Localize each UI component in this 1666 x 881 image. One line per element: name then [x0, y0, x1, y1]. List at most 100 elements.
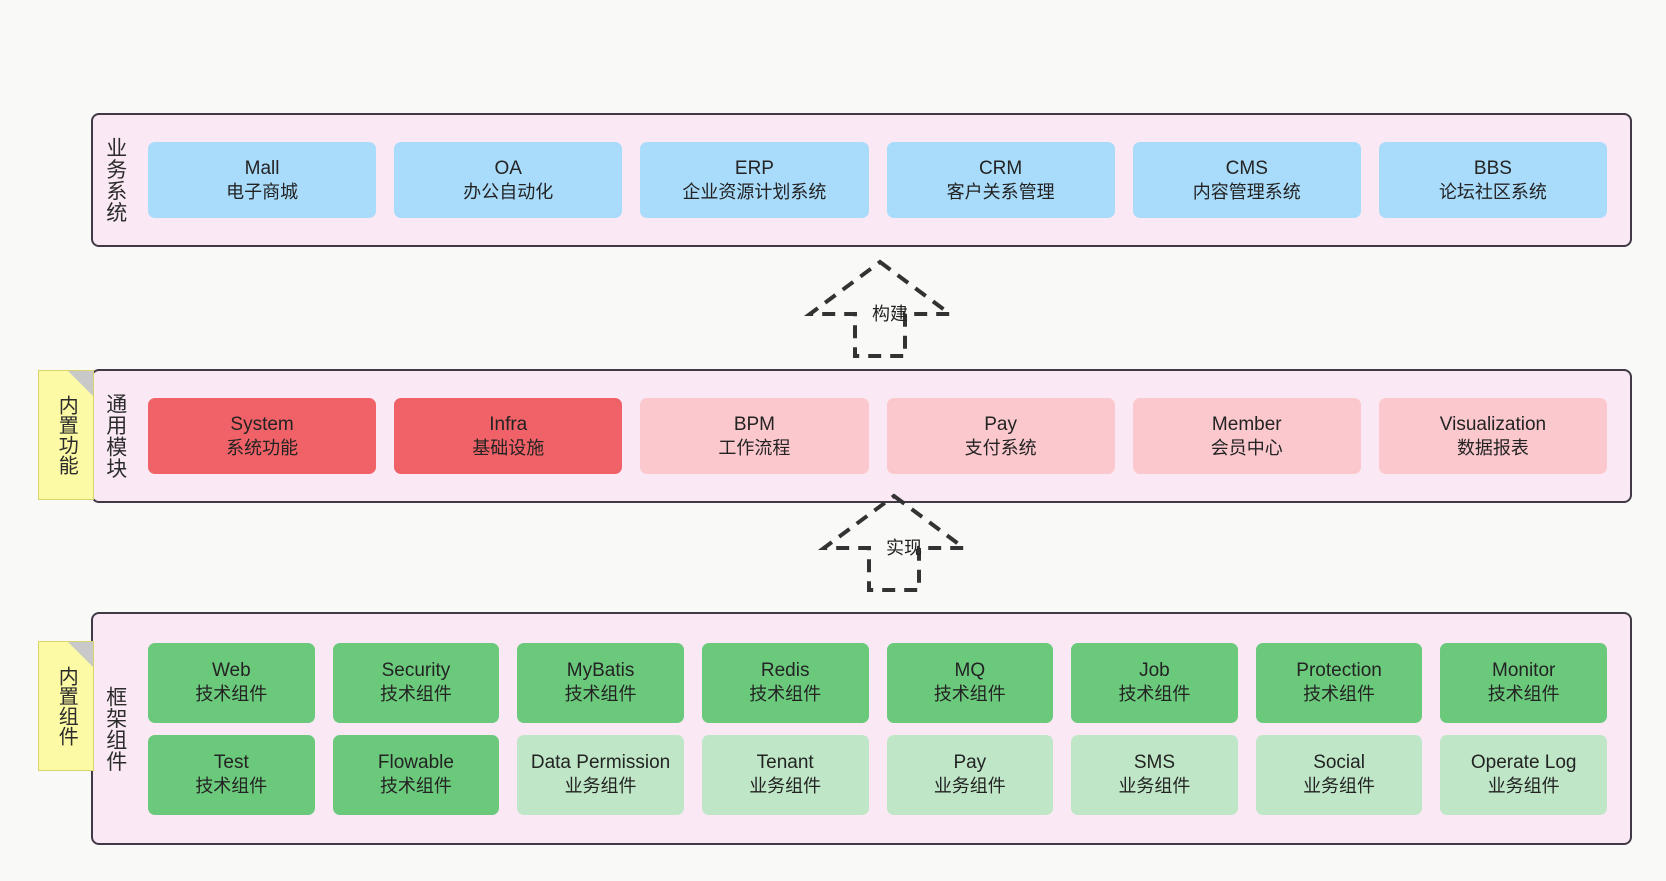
layer-common-nodes: System 系统功能 Infra 基础设施 BPM 工作流程 Pay 支付系统…	[137, 371, 1630, 501]
node-mybatis-desc: 技术组件	[564, 684, 637, 705]
node-erp[interactable]: ERP 企业资源计划系统	[640, 142, 869, 218]
node-infra-desc: 基础设施	[472, 437, 545, 458]
node-web-desc: 技术组件	[195, 684, 268, 705]
node-operate-log-desc: 业务组件	[1487, 776, 1560, 797]
node-job-name: Job	[1139, 660, 1170, 682]
node-social-name: Social	[1313, 752, 1365, 774]
node-pay-module[interactable]: Pay 支付系统	[886, 398, 1115, 474]
node-member[interactable]: Member 会员中心	[1132, 398, 1361, 474]
node-job-desc: 技术组件	[1118, 684, 1191, 705]
implement-arrow-icon	[817, 493, 971, 592]
node-operate-log-name: Operate Log	[1470, 752, 1577, 774]
node-social[interactable]: Social 业务组件	[1255, 734, 1423, 815]
node-job[interactable]: Job 技术组件	[1071, 642, 1238, 723]
layer-business-systems: 业务系统 Mall 电子商城 OA 办公自动化 ERP 企业资源计划系统 CRM…	[91, 113, 1632, 247]
node-crm-name: CRM	[978, 157, 1023, 179]
node-social-desc: 业务组件	[1303, 776, 1376, 797]
node-data-permission-desc: 业务组件	[564, 776, 637, 797]
node-flowable-name: Flowable	[377, 752, 454, 774]
node-tenant-desc: 业务组件	[749, 776, 822, 797]
framework-row-tech: Web 技术组件 Security 技术组件 MyBatis 技术组件 Redi…	[139, 642, 1616, 723]
node-cms[interactable]: CMS 内容管理系统	[1132, 142, 1361, 218]
connector-build: 构建	[803, 258, 957, 360]
node-mybatis-name: MyBatis	[566, 660, 635, 682]
node-bbs-name: BBS	[1473, 157, 1512, 179]
layer-framework-nodes: Web 技术组件 Security 技术组件 MyBatis 技术组件 Redi…	[137, 614, 1630, 843]
node-oa-desc: 办公自动化	[463, 181, 554, 202]
node-system-desc: 系统功能	[226, 437, 299, 458]
sticky-note-builtin-components-label: 内置组件	[55, 666, 78, 746]
node-monitor-desc: 技术组件	[1487, 684, 1560, 705]
node-crm-desc: 客户关系管理	[946, 181, 1055, 202]
node-bpm-desc: 工作流程	[718, 437, 791, 458]
node-bpm[interactable]: BPM 工作流程	[640, 398, 869, 474]
layer-business-title: 业务系统	[103, 137, 127, 223]
node-data-permission-name: Data Permission	[530, 752, 671, 774]
node-bbs-desc: 论坛社区系统	[1438, 181, 1547, 202]
node-system[interactable]: System 系统功能	[148, 398, 377, 474]
node-monitor-name: Monitor	[1492, 660, 1556, 682]
node-protection-name: Protection	[1296, 660, 1382, 682]
node-mq[interactable]: MQ 技术组件	[886, 642, 1054, 723]
node-redis-name: Redis	[760, 660, 810, 682]
node-system-name: System	[230, 413, 294, 435]
node-infra[interactable]: Infra 基础设施	[394, 398, 623, 474]
node-oa-name: OA	[494, 157, 522, 179]
node-mall[interactable]: Mall 电子商城	[148, 142, 377, 218]
node-bbs[interactable]: BBS 论坛社区系统	[1378, 142, 1608, 218]
node-redis-desc: 技术组件	[749, 684, 822, 705]
node-security[interactable]: Security 技术组件	[332, 642, 500, 723]
node-pay-module-name: Pay	[984, 413, 1017, 435]
node-erp-desc: 企业资源计划系统	[682, 181, 827, 202]
node-mall-name: Mall	[244, 157, 280, 179]
node-mall-desc: 电子商城	[226, 181, 299, 202]
node-pay-component-desc: 业务组件	[933, 776, 1006, 797]
node-mybatis[interactable]: MyBatis 技术组件	[517, 642, 684, 723]
node-visualization[interactable]: Visualization 数据报表	[1378, 398, 1608, 474]
layer-common-modules: 通用模块 System 系统功能 Infra 基础设施 BPM 工作流程 Pay…	[91, 369, 1632, 503]
node-data-permission[interactable]: Data Permission 业务组件	[517, 734, 684, 815]
connector-build-label: 构建	[872, 304, 908, 324]
node-web-name: Web	[211, 660, 251, 682]
node-sms[interactable]: SMS 业务组件	[1071, 734, 1238, 815]
node-cms-desc: 内容管理系统	[1192, 181, 1301, 202]
node-mq-desc: 技术组件	[933, 684, 1006, 705]
node-protection[interactable]: Protection 技术组件	[1255, 642, 1423, 723]
node-protection-desc: 技术组件	[1303, 684, 1376, 705]
node-flowable[interactable]: Flowable 技术组件	[332, 734, 500, 815]
node-mq-name: MQ	[954, 660, 986, 682]
node-tenant[interactable]: Tenant 业务组件	[701, 734, 869, 815]
sticky-fold-icon	[68, 642, 93, 667]
node-monitor[interactable]: Monitor 技术组件	[1440, 642, 1607, 723]
node-visualization-name: Visualization	[1439, 413, 1547, 435]
node-visualization-desc: 数据报表	[1456, 437, 1529, 458]
node-oa[interactable]: OA 办公自动化	[394, 142, 623, 218]
build-arrow-icon	[803, 259, 957, 358]
node-pay-component-name: Pay	[953, 752, 987, 774]
framework-row-business: Test 技术组件 Flowable 技术组件 Data Permission …	[139, 734, 1616, 815]
node-test-desc: 技术组件	[195, 776, 268, 797]
node-test[interactable]: Test 技术组件	[148, 734, 315, 815]
node-security-name: Security	[381, 660, 451, 682]
node-sms-desc: 业务组件	[1118, 776, 1191, 797]
node-erp-name: ERP	[734, 157, 774, 179]
node-test-name: Test	[213, 752, 249, 774]
node-crm[interactable]: CRM 客户关系管理	[886, 142, 1115, 218]
node-pay-module-desc: 支付系统	[964, 437, 1037, 458]
node-flowable-desc: 技术组件	[379, 776, 452, 797]
sticky-note-builtin-features-label: 内置功能	[55, 395, 78, 475]
node-redis[interactable]: Redis 技术组件	[701, 642, 869, 723]
layer-business-nodes: Mall 电子商城 OA 办公自动化 ERP 企业资源计划系统 CRM 客户关系…	[137, 115, 1630, 245]
sticky-note-builtin-components: 内置组件	[38, 641, 94, 771]
node-infra-name: Infra	[489, 413, 528, 435]
layer-framework-title: 框架组件	[103, 685, 127, 772]
layer-common-title: 通用模块	[103, 393, 127, 479]
node-member-desc: 会员中心	[1210, 437, 1283, 458]
node-pay-component[interactable]: Pay 业务组件	[886, 734, 1054, 815]
connector-implement-label: 实现	[886, 538, 922, 558]
node-web[interactable]: Web 技术组件	[148, 642, 315, 723]
node-security-desc: 技术组件	[379, 684, 452, 705]
node-operate-log[interactable]: Operate Log 业务组件	[1440, 734, 1607, 815]
node-cms-name: CMS	[1225, 157, 1268, 179]
